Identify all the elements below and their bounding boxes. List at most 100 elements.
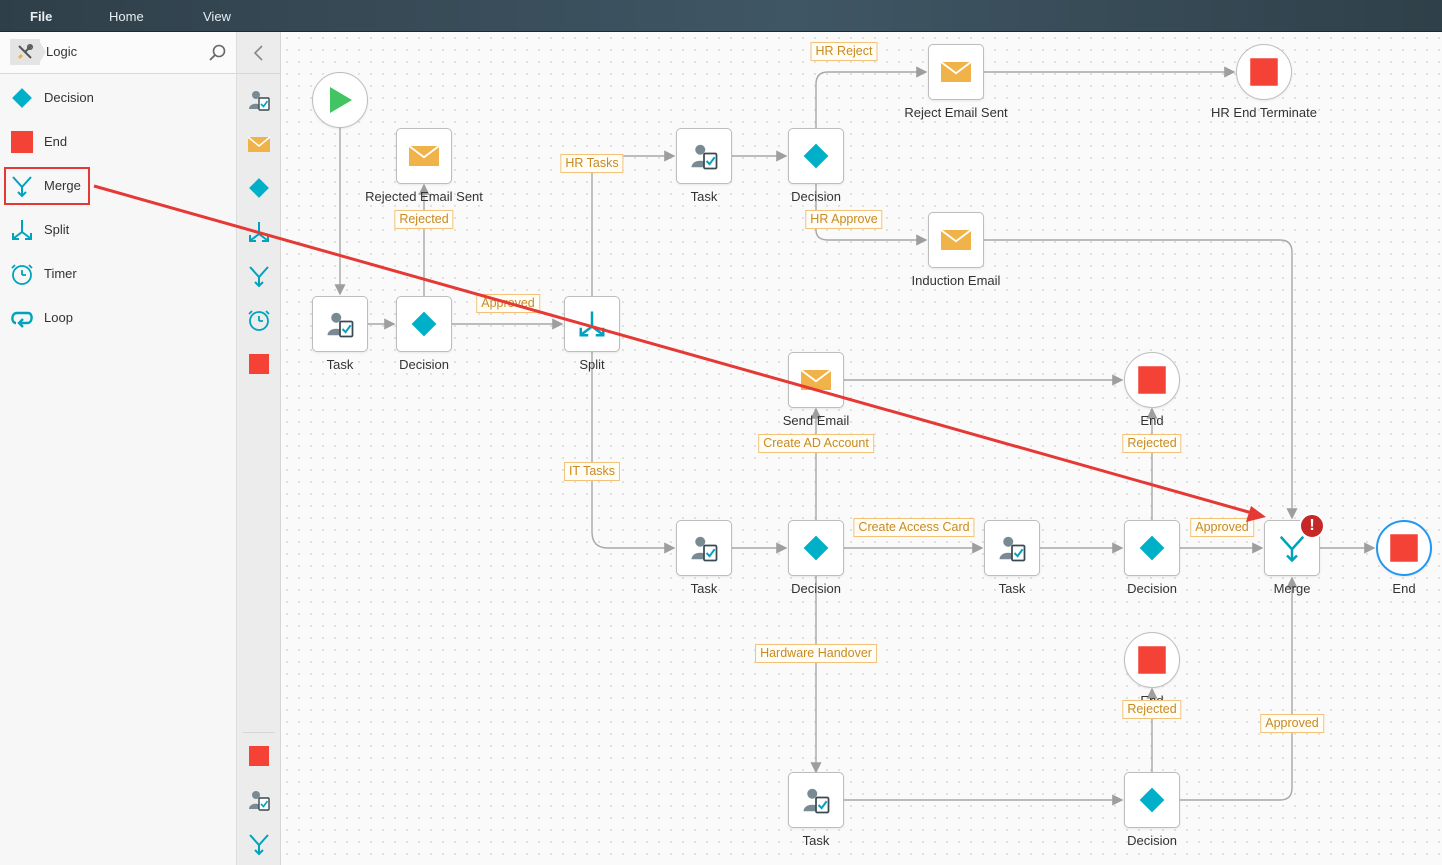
toolbox-item-label: Loop [44,310,73,325]
toolbox-panel: Logic Decision End Merge Split Timer [0,32,237,865]
warning-icon[interactable]: ! [1299,513,1325,539]
toolbox-item-timer[interactable]: Timer [0,254,236,294]
toolbox-item-loop[interactable]: Loop [0,298,236,338]
toolbox-item-label: Merge [44,178,81,193]
task-icon [999,536,1026,562]
end-icon [1138,646,1166,674]
node-label: HR End Terminate [1211,105,1317,120]
toolbox-item-split[interactable]: Split [0,210,236,250]
node-label: Task [690,189,718,204]
task-node[interactable] [984,520,1040,576]
edge-label-approved[interactable]: Approved [1260,714,1324,733]
node-label: Decision [791,581,841,596]
toolbox-header: Logic [0,32,236,74]
node-label: Merge [1273,581,1311,596]
menu-bar: File Home View [0,0,1442,32]
edge-decision-merge-bottom [1180,576,1298,801]
toolbox-item-label: Timer [44,266,77,281]
edge-label-hr-reject[interactable]: HR Reject [810,42,878,61]
strip-split-icon[interactable] [247,220,271,244]
node-label: Task [326,357,354,372]
menu-view[interactable]: View [203,9,231,24]
task-icon [691,144,718,170]
decision-node[interactable] [1124,772,1180,828]
toolbox-item-decision[interactable]: Decision [0,78,236,118]
strip-decision-icon[interactable] [247,176,271,200]
decision-icon [1139,535,1165,561]
email-icon [409,145,439,166]
strip-merge-icon-recent[interactable] [247,832,271,856]
edge-label-create-access-card[interactable]: Create Access Card [853,518,975,537]
node-label: Task [690,581,718,596]
node-label: Decision [791,189,841,204]
start-node[interactable] [312,72,368,128]
decision-icon [803,143,829,169]
task-node[interactable] [676,128,732,184]
email-node[interactable] [928,212,984,268]
email-node[interactable] [788,352,844,408]
strip-separator [243,732,275,733]
node-label: Task [802,833,830,848]
email-node[interactable] [396,128,452,184]
menu-file[interactable]: File [30,9,53,24]
edge-label-hr-approve[interactable]: HR Approve [805,210,883,229]
node-label: Rejected Email Sent [365,189,483,204]
email-node[interactable] [928,44,984,100]
edge-split-hrtask [591,150,676,296]
decision-icon [10,86,34,110]
node-label: Reject Email Sent [904,105,1008,120]
edge-label-rejected[interactable]: Rejected [1122,700,1182,719]
task-node[interactable] [788,772,844,828]
strip-email-icon[interactable] [247,132,271,156]
end-node[interactable] [1236,44,1292,100]
edge-label-hr-tasks[interactable]: HR Tasks [560,154,624,173]
end-node-selected[interactable] [1376,520,1432,576]
strip-task-icon-recent[interactable] [247,788,271,812]
edge-label-approved[interactable]: Approved [1190,518,1254,537]
strip-end-icon-recent[interactable] [247,744,271,768]
edge-induction-merge [984,239,1298,520]
toolbox-item-label: Decision [44,90,94,105]
search-icon[interactable] [206,42,228,64]
split-icon [10,218,34,242]
workflow-canvas[interactable]: Task Decision Rejected Email Sent Split … [281,32,1442,865]
end-node[interactable] [1124,632,1180,688]
email-icon [801,369,831,390]
node-label: Task [998,581,1026,596]
decision-node[interactable] [788,128,844,184]
edge-label-rejected[interactable]: Rejected [394,210,454,229]
toolbox-item-label: End [44,134,68,149]
strip-timer-icon[interactable] [247,308,271,332]
strip-end-icon[interactable] [247,352,271,376]
decision-node[interactable] [396,296,452,352]
collapse-panel-button[interactable] [237,32,281,74]
breadcrumb-chevron [38,39,46,65]
edge-label-rejected[interactable]: Rejected [1122,434,1182,453]
decision-node[interactable] [1124,520,1180,576]
menu-home[interactable]: Home [109,9,144,24]
merge-icon [10,174,34,198]
decision-node[interactable] [788,520,844,576]
email-icon [941,229,971,250]
edge-decision-rejectemail [815,66,928,128]
email-icon [941,61,971,82]
timer-icon [10,262,34,286]
strip-task-icon[interactable] [247,88,271,112]
task-node[interactable] [312,296,368,352]
split-icon [579,311,605,337]
end-node[interactable] [1124,352,1180,408]
edge-label-hardware-handover[interactable]: Hardware Handover [755,644,877,663]
breadcrumb[interactable]: Logic [10,39,100,65]
toolbox-item-merge[interactable]: Merge [0,166,236,206]
split-node[interactable] [564,296,620,352]
breadcrumb-label: Logic [46,44,78,59]
edge-label-it-tasks[interactable]: IT Tasks [563,462,621,481]
play-icon [330,87,352,113]
node-label: Decision [1127,581,1177,596]
strip-merge-icon[interactable] [247,264,271,288]
task-node[interactable] [676,520,732,576]
edge-label-approved[interactable]: Approved [476,294,540,313]
toolbox-item-end[interactable]: End [0,122,236,162]
edge-label-create-ad-account[interactable]: Create AD Account [758,434,874,453]
task-icon [691,536,718,562]
